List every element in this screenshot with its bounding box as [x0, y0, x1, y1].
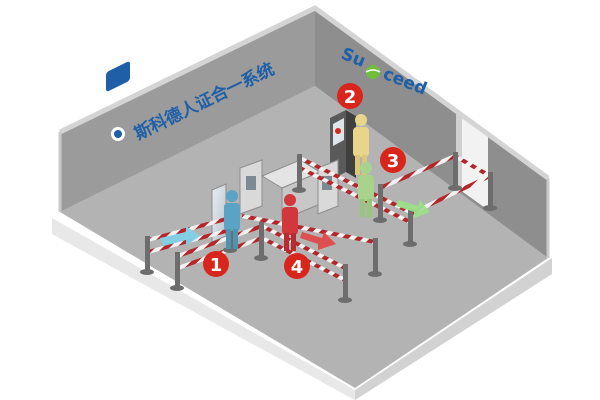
- wall-top-edge: [58, 5, 550, 181]
- reject-arrow-icon: [300, 232, 336, 250]
- queue-barrier: [140, 152, 497, 303]
- step-marker-4: 4: [284, 253, 310, 279]
- system-logo: [106, 61, 130, 141]
- step-marker-2: 2: [337, 83, 363, 109]
- step-marker-3: 3: [380, 147, 406, 173]
- exit-arrow-icon: [396, 200, 430, 218]
- step-marker-1: 1: [203, 251, 229, 277]
- step-marker-label: 4: [291, 257, 304, 278]
- step-marker-label: 2: [344, 87, 357, 108]
- step-marker-label: 1: [210, 255, 223, 276]
- turnstile-gate-left: [211, 159, 263, 243]
- room-base: [52, 218, 552, 400]
- person-green-icon: [358, 162, 374, 217]
- entry-arrow-icon: [160, 226, 200, 246]
- person-red-icon: [282, 194, 298, 251]
- left-wall: [60, 8, 315, 212]
- step-marker-label: 3: [387, 151, 400, 172]
- brand-globe-icon: [366, 65, 380, 79]
- person-blue-icon: [224, 190, 240, 249]
